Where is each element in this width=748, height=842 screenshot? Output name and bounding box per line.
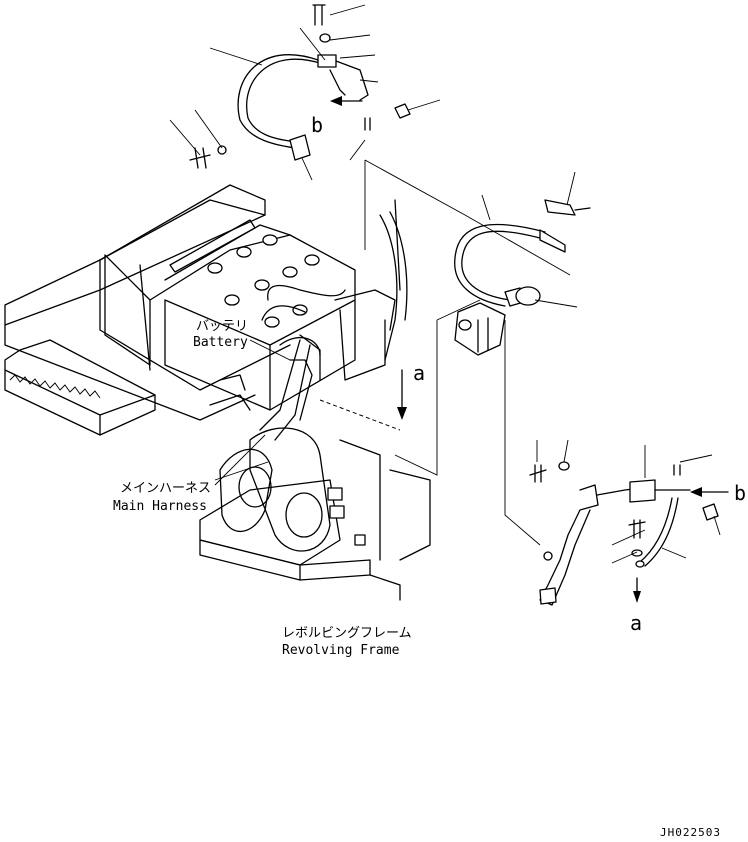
battery-cable-upper bbox=[189, 4, 411, 169]
detail-view-relay bbox=[364, 159, 591, 546]
revolving-frame-label-jp: レボルビングフレーム bbox=[282, 626, 412, 641]
callout-b-detail: b bbox=[734, 481, 746, 505]
battery-label-jp: バッテリ bbox=[196, 319, 248, 334]
revolving-frame-drawing bbox=[199, 427, 431, 601]
callout-b-upper: b bbox=[311, 113, 323, 137]
battery-label-en: Battery bbox=[193, 335, 248, 350]
revolving-frame-label-en: Revolving Frame bbox=[282, 643, 400, 658]
leader-lines bbox=[169, 4, 441, 181]
drawing-id: JH022503 bbox=[660, 826, 721, 839]
label-leaders bbox=[214, 339, 291, 486]
detail-view-ground bbox=[529, 439, 729, 606]
main-harness-label-jp: メインハーネス bbox=[120, 481, 211, 496]
battery-box-drawing bbox=[4, 184, 408, 441]
main-harness-label-en: Main Harness bbox=[113, 499, 207, 514]
arrow-a-main bbox=[319, 369, 407, 431]
callout-a-detail: a bbox=[630, 611, 642, 635]
callout-a-main: a bbox=[413, 361, 425, 385]
